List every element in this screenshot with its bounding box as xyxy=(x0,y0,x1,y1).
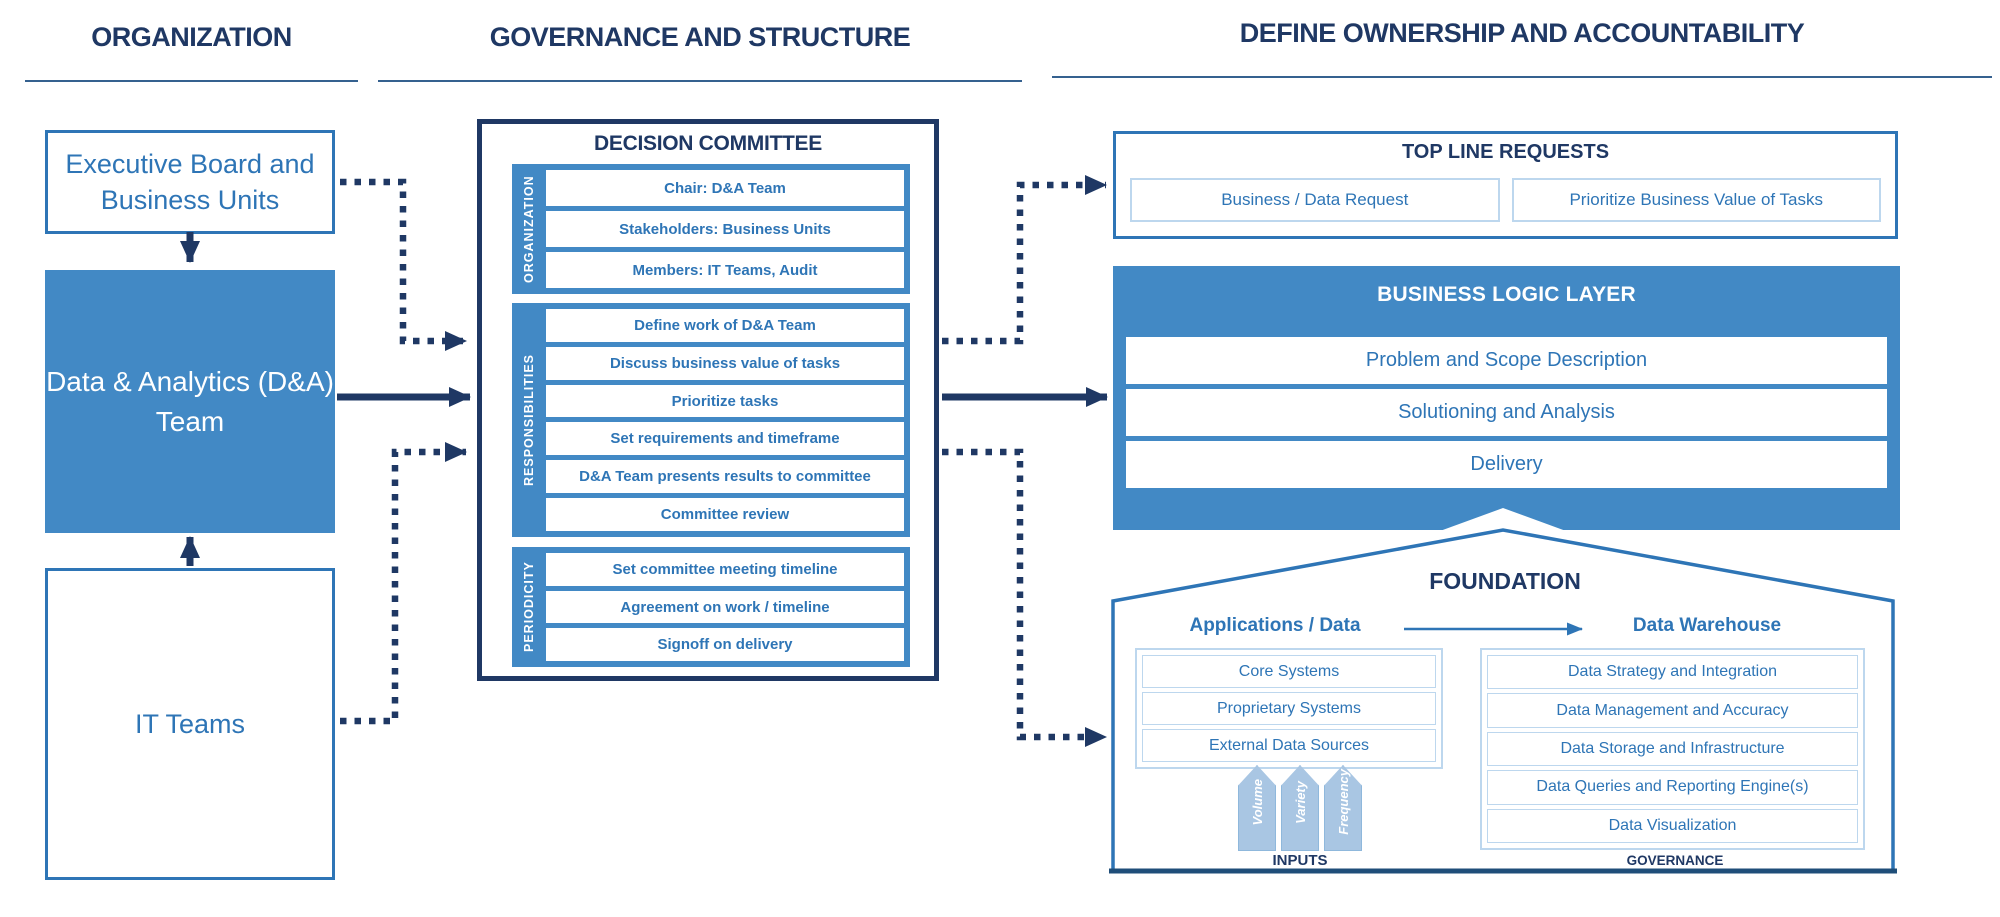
applications-data-label: Applications / Data xyxy=(1189,615,1361,636)
committee-row: Chair: D&A Team xyxy=(546,170,904,206)
top-line-requests-items: Business / Data Request Prioritize Busin… xyxy=(1130,178,1881,222)
section-header-organization: ORGANIZATION xyxy=(91,22,292,52)
governance-label: GOVERNANCE xyxy=(1626,853,1724,868)
bll-title: BUSINESS LOGIC LAYER xyxy=(1377,283,1636,306)
committee-row: Stakeholders: Business Units xyxy=(546,211,904,247)
input-arrow-label: Frequency xyxy=(1335,769,1351,835)
tlr-item: Business / Data Request xyxy=(1130,178,1500,222)
applications-row: External Data Sources xyxy=(1142,729,1436,762)
data-warehouse-label: Data Warehouse xyxy=(1632,615,1782,636)
group-rows: Set committee meeting timeline Agreement… xyxy=(546,553,904,662)
bll-row: Problem and Scope Description xyxy=(1126,337,1887,384)
dotted-arrow-execboard-to-committee xyxy=(340,178,467,351)
top-line-requests-title: TOP LINE REQUESTS xyxy=(1401,141,1610,163)
header-underline-organization xyxy=(25,80,358,82)
committee-row: Signoff on delivery xyxy=(546,628,904,662)
committee-row: Members: IT Teams, Audit xyxy=(546,252,904,288)
input-arrow-label: Volume xyxy=(1249,778,1265,826)
committee-title: DECISION COMMITTEE xyxy=(594,132,822,155)
business-logic-layer-box: BUSINESS LOGIC LAYER Problem and Scope D… xyxy=(1113,266,1900,530)
committee-row: Committee review xyxy=(546,498,904,531)
bll-row: Solutioning and Analysis xyxy=(1126,389,1887,436)
group-rows: Chair: D&A Team Stakeholders: Business U… xyxy=(546,170,904,288)
group-label-organization: ORGANIZATION xyxy=(522,175,536,283)
section-header-ownership: DEFINE OWNERSHIP AND ACCOUNTABILITY xyxy=(1239,18,1805,48)
group-label-responsibilities: RESPONSIBILITIES xyxy=(522,354,536,486)
bll-row: Delivery xyxy=(1126,441,1887,488)
applications-row: Core Systems xyxy=(1142,655,1436,688)
warehouse-row: Data Management and Accuracy xyxy=(1487,693,1858,728)
foundation-title: FOUNDATION xyxy=(1429,568,1581,594)
applications-box: Core Systems Proprietary Systems Externa… xyxy=(1135,648,1443,769)
warehouse-row: Data Visualization xyxy=(1487,808,1858,844)
top-line-requests-box: TOP LINE REQUESTS Business / Data Reques… xyxy=(1113,131,1898,239)
warehouse-row: Data Strategy and Integration xyxy=(1487,655,1858,690)
committee-row: Define work of D&A Team xyxy=(546,309,904,342)
committee-row: Prioritize tasks xyxy=(546,384,904,418)
dotted-arrow-committee-to-toplinerequests xyxy=(942,175,1107,345)
committee-group-responsibilities: RESPONSIBILITIES Define work of D&A Team… xyxy=(512,303,910,537)
input-arrow-variety: Variety xyxy=(1281,765,1319,851)
input-arrow-label: Variety xyxy=(1292,780,1308,824)
warehouse-box: Data Strategy and Integration Data Manag… xyxy=(1480,648,1865,850)
dotted-arrow-itteams-to-committee xyxy=(340,442,467,725)
warehouse-row: Data Storage and Infrastructure xyxy=(1487,731,1858,767)
committee-row: Set requirements and timeframe xyxy=(546,422,904,456)
input-arrow-frequency: Frequency xyxy=(1324,765,1362,851)
input-arrow-volume: Volume xyxy=(1238,765,1276,851)
section-header-governance: GOVERNANCE AND STRUCTURE xyxy=(489,22,911,52)
committee-group-organization: ORGANIZATION Chair: D&A Team Stakeholder… xyxy=(512,164,910,294)
dotted-arrow-committee-to-foundation xyxy=(942,448,1107,747)
group-rows: Define work of D&A Team Discuss business… xyxy=(546,309,904,531)
inputs-label: INPUTS xyxy=(1272,852,1328,869)
committee-row: Discuss business value of tasks xyxy=(546,346,904,380)
executive-board-box: Executive Board and Business Units xyxy=(45,130,335,234)
committee-row: Agreement on work / timeline xyxy=(546,590,904,624)
committee-row: Set committee meeting timeline xyxy=(546,553,904,586)
da-team-box: Data & Analytics (D&A) Team xyxy=(45,270,335,533)
applications-row: Proprietary Systems xyxy=(1142,692,1436,725)
decision-committee-box: DECISION COMMITTEE ORGANIZATION Chair: D… xyxy=(477,119,939,681)
header-underline-governance xyxy=(378,80,1022,82)
header-underline-ownership xyxy=(1052,76,1992,78)
it-teams-box: IT Teams xyxy=(45,568,335,880)
committee-group-periodicity: PERIODICITY Set committee meeting timeli… xyxy=(512,547,910,667)
tlr-item: Prioritize Business Value of Tasks xyxy=(1511,178,1881,222)
warehouse-row: Data Queries and Reporting Engine(s) xyxy=(1487,770,1858,805)
committee-row: D&A Team presents results to committee xyxy=(546,460,904,494)
group-label-periodicity: PERIODICITY xyxy=(522,561,536,653)
